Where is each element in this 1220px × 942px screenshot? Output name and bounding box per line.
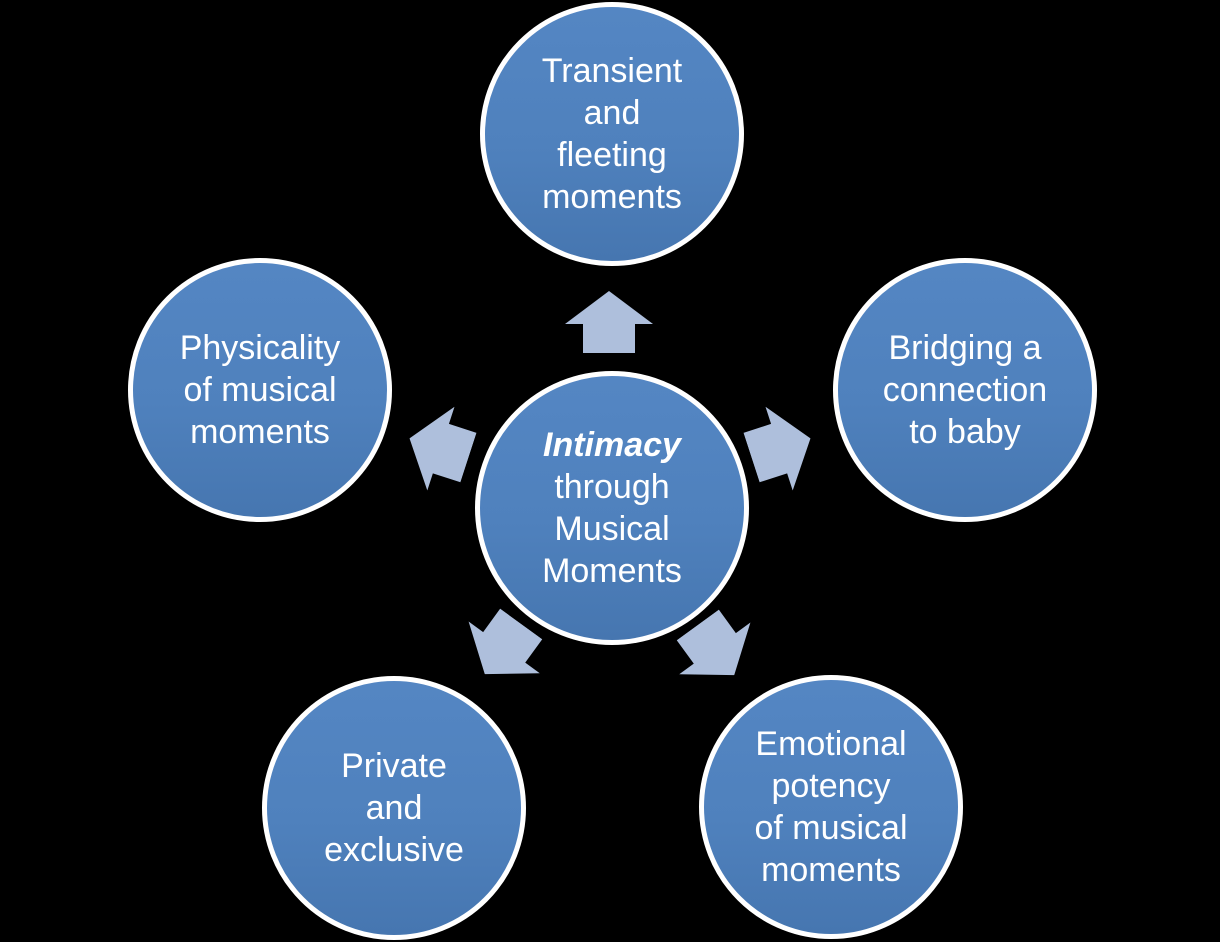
- node-circle-physicality: Physicality of musical moments: [128, 258, 392, 522]
- center-circle-intimacy: Intimacy through Musical Moments: [475, 371, 749, 645]
- node-text-line: of musical: [183, 371, 337, 409]
- node-text-line: connection: [882, 371, 1048, 409]
- center-text-line: through: [554, 468, 670, 506]
- arrow-down-right-icon: [676, 609, 751, 676]
- node-text-line: Transient: [541, 52, 683, 90]
- node-circle-private-exclusive: Private and exclusive: [262, 676, 526, 940]
- node-text-line: Physicality: [179, 329, 341, 367]
- node-text-line: and: [583, 94, 641, 132]
- arrow-up-left-icon: [409, 406, 477, 491]
- node-circle-bridging-connection: Bridging a connection to baby: [833, 258, 1097, 522]
- node-text-line: exclusive: [324, 831, 464, 869]
- node-text-line: moments: [761, 851, 901, 889]
- node-text-line: moments: [190, 413, 330, 451]
- node-text-line: Private: [341, 747, 447, 785]
- center-emphasis-text: Intimacy: [543, 426, 681, 464]
- center-text-line: Musical: [554, 510, 670, 548]
- node-text-line: Bridging a: [888, 329, 1042, 367]
- node-text-line: of musical: [754, 809, 908, 847]
- center-text-line: Moments: [542, 552, 682, 590]
- node-text-line: potency: [771, 767, 891, 805]
- node-text-line: and: [365, 789, 423, 827]
- node-text-line: Emotional: [755, 725, 907, 763]
- node-circle-transient-moments: Transient and fleeting moments: [480, 2, 744, 266]
- node-text-line: to baby: [909, 413, 1021, 451]
- arrow-up-icon: [565, 291, 653, 353]
- arrow-down-left-icon: [468, 608, 543, 675]
- arrow-up-right-icon: [743, 406, 811, 491]
- node-circle-emotional-potency: Emotional potency of musical moments: [699, 675, 963, 939]
- node-text-line: moments: [542, 178, 682, 216]
- node-text-line: fleeting: [557, 136, 667, 174]
